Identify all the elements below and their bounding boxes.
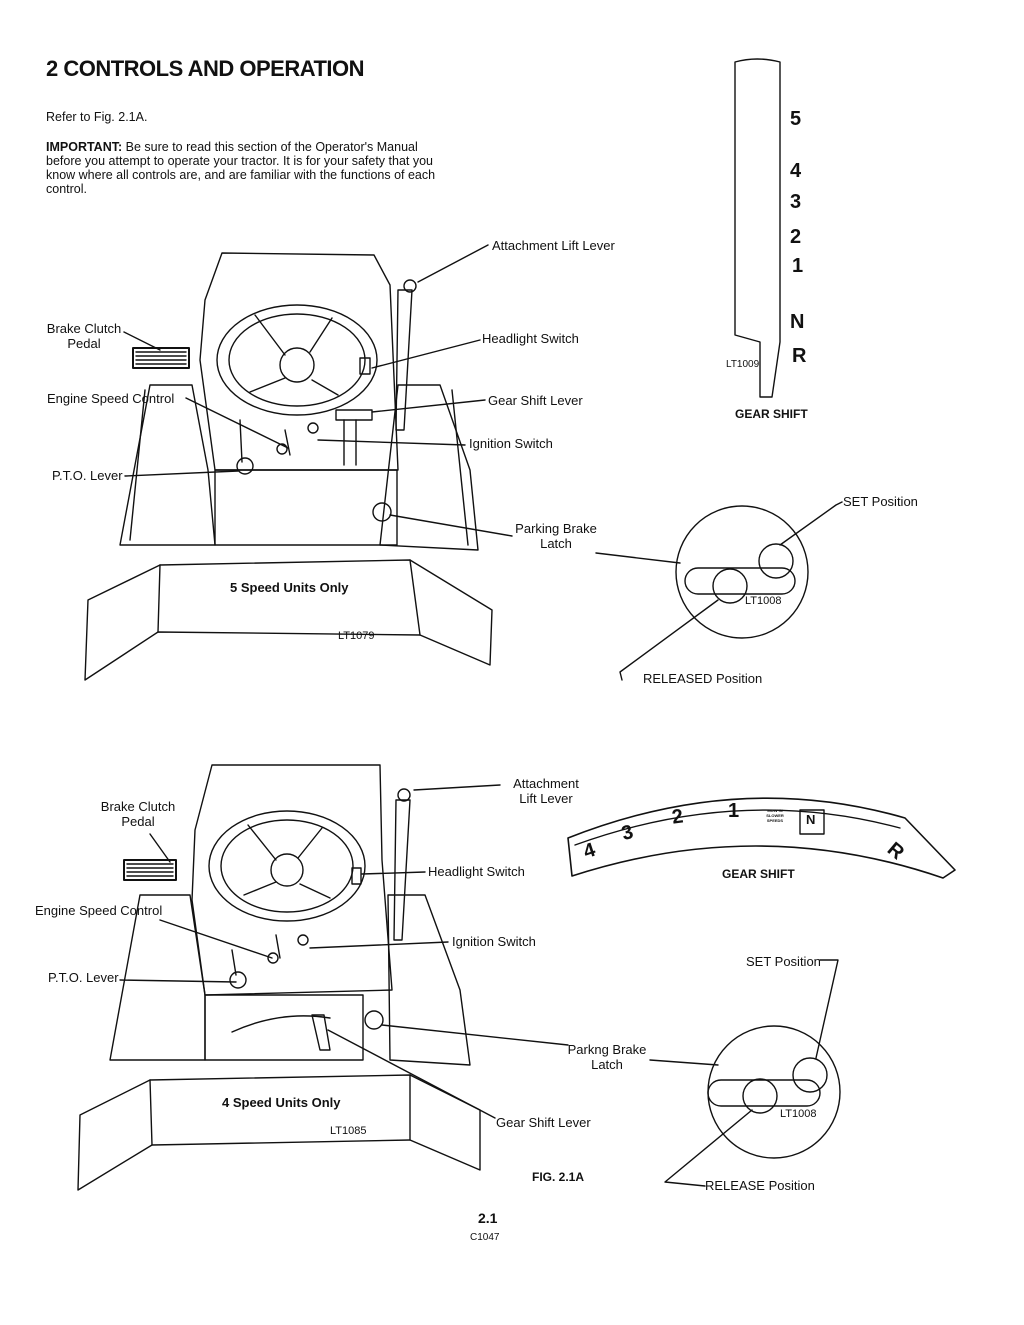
parking-latch-detail-1 bbox=[619, 501, 843, 681]
label-engine-speed-control-1: Engine Speed Control bbox=[47, 391, 175, 406]
gear-3: 3 bbox=[790, 191, 802, 213]
gear-arc-n: N bbox=[806, 812, 816, 827]
tractor-5-speed-illustration bbox=[84, 244, 681, 681]
caption-5-speed: 5 Speed Units Only bbox=[230, 580, 349, 595]
label-set-position-1: SET Position bbox=[843, 494, 918, 509]
gear-arc-note: MOW IN SLOWER SPEEDS bbox=[766, 808, 784, 823]
label-attachment-lift-lever-2: Attachment Lift Lever bbox=[513, 776, 579, 806]
gear-shift-gate-arc bbox=[567, 797, 956, 879]
gear-shift-gate-vertical bbox=[734, 58, 781, 398]
important-paragraph: IMPORTANT: Be sure to read this section … bbox=[46, 140, 446, 196]
caption-4-speed: 4 Speed Units Only bbox=[222, 1095, 341, 1110]
label-release-position: RELEASE Position bbox=[705, 1178, 815, 1193]
code-lt1009: LT1009 bbox=[726, 359, 760, 370]
tractor-4-speed-illustration bbox=[77, 764, 719, 1191]
caption-gear-shift-2: GEAR SHIFT bbox=[722, 867, 795, 881]
figure-label: FIG. 2.1A bbox=[532, 1170, 585, 1184]
code-lt1008-1: LT1008 bbox=[745, 595, 782, 607]
gear-4: 4 bbox=[790, 160, 802, 182]
label-engine-speed-control-2: Engine Speed Control bbox=[35, 903, 163, 918]
label-pto-lever-2: P.T.O. Lever bbox=[48, 970, 119, 985]
page-title: 2 CONTROLS AND OPERATION bbox=[46, 56, 365, 81]
label-brake-clutch-pedal-2: Brake Clutch Pedal bbox=[100, 799, 176, 829]
important-text: Be sure to read this section of the Oper… bbox=[46, 140, 436, 196]
gear-1: 1 bbox=[792, 255, 804, 277]
gear-2: 2 bbox=[790, 226, 802, 248]
label-headlight-switch-2: Headlight Switch bbox=[428, 864, 525, 879]
label-ignition-switch-2: Ignition Switch bbox=[452, 934, 536, 949]
label-ignition-switch-1: Ignition Switch bbox=[469, 436, 553, 451]
label-brake-clutch-pedal-1: Brake Clutch Pedal bbox=[46, 321, 122, 351]
code-lt1008-2: LT1008 bbox=[780, 1108, 817, 1120]
code-lt1085: LT1085 bbox=[330, 1125, 367, 1137]
parking-latch-detail-2 bbox=[664, 959, 841, 1187]
gear-r: R bbox=[792, 345, 807, 367]
intro-text: Refer to Fig. 2.1A. bbox=[46, 110, 148, 124]
important-label: IMPORTANT: bbox=[46, 140, 123, 154]
gear-n: N bbox=[790, 311, 805, 333]
label-gear-shift-lever-2: Gear Shift Lever bbox=[496, 1115, 591, 1130]
document-code: C1047 bbox=[470, 1232, 500, 1243]
page-number: 2.1 bbox=[478, 1210, 498, 1226]
label-set-position-2: SET Position bbox=[746, 954, 821, 969]
label-parking-brake-latch-2: Parkng Brake Latch bbox=[567, 1042, 647, 1072]
code-lt1079: LT1079 bbox=[338, 630, 375, 642]
label-parking-brake-latch-1: Parking Brake Latch bbox=[515, 521, 597, 551]
label-pto-lever-1: P.T.O. Lever bbox=[52, 468, 123, 483]
gear-5: 5 bbox=[790, 108, 802, 130]
caption-gear-shift-1: GEAR SHIFT bbox=[735, 407, 808, 421]
label-attachment-lift-lever-1: Attachment Lift Lever bbox=[492, 238, 615, 253]
label-gear-shift-lever-1: Gear Shift Lever bbox=[488, 393, 583, 408]
label-released-position: RELEASED Position bbox=[643, 671, 763, 686]
label-headlight-switch-1: Headlight Switch bbox=[482, 331, 579, 346]
gear-arc-1: 1 bbox=[728, 800, 740, 822]
